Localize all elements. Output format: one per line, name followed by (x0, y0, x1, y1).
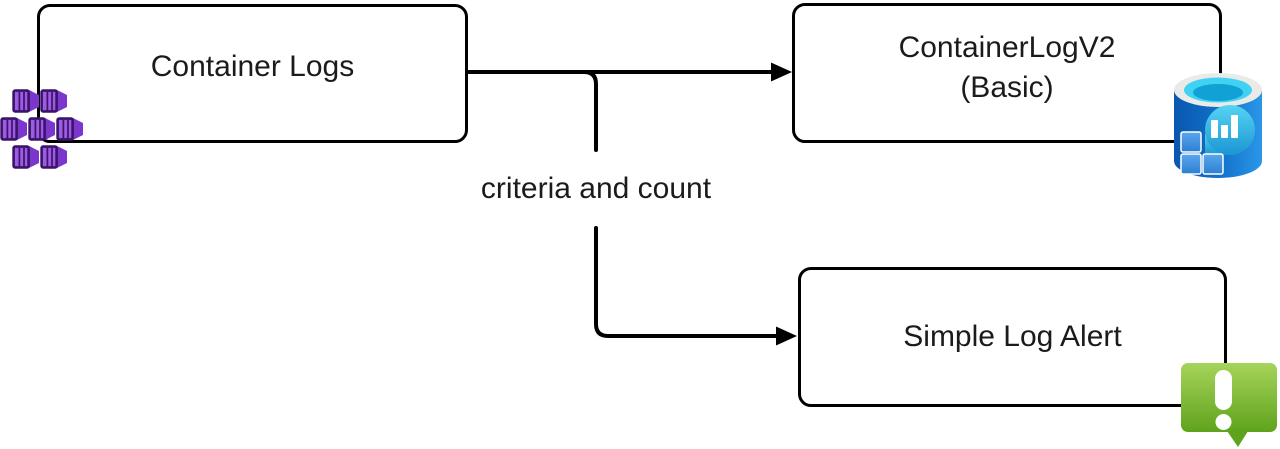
container-cube (40, 88, 69, 114)
exclamation-bar (1215, 370, 1232, 410)
edge-label-criteria-and-count: criteria and count (480, 172, 712, 205)
tile-square (1180, 153, 1202, 175)
arrowhead-to-containerlogv2 (771, 62, 792, 82)
exclamation-dot (1215, 414, 1232, 430)
node-containerlogv2-label: ContainerLogV2 (898, 31, 1116, 64)
edge-line-branch-upper (466, 70, 598, 152)
tile-square (1180, 131, 1202, 153)
node-containerlogv2-basic: ContainerLogV2 (Basic) (792, 3, 1222, 143)
alert-bubble-tail (1225, 428, 1250, 447)
node-simple-log-alert: Simple Log Alert (798, 267, 1227, 407)
chart-bubble (1205, 105, 1255, 155)
chart-bar (1231, 115, 1238, 138)
container-cube (12, 144, 41, 170)
edge-line-branch-lower (594, 226, 778, 338)
tile-square (1202, 153, 1224, 175)
containers-icon (0, 88, 85, 170)
arrowhead-to-simple-log-alert (776, 326, 797, 346)
container-cube (28, 116, 57, 142)
container-cube (40, 144, 69, 170)
node-container-logs-label: Container Logs (150, 49, 355, 83)
node-container-logs: Container Logs (37, 4, 468, 143)
chart-bar (1211, 120, 1218, 138)
alert-icon (1181, 363, 1277, 447)
node-simple-log-alert-label: Simple Log Alert (903, 320, 1122, 353)
chart-bar (1221, 125, 1228, 138)
container-cube (12, 88, 41, 114)
cylinder-lid-inner (1193, 84, 1243, 101)
log-analytics-icon (1174, 73, 1262, 178)
node-containerlogv2-label-group: ContainerLogV2 (Basic) (899, 28, 1116, 108)
container-cube (56, 116, 85, 142)
container-cube (0, 116, 29, 142)
node-containerlogv2-sublabel: (Basic) (960, 71, 1054, 104)
